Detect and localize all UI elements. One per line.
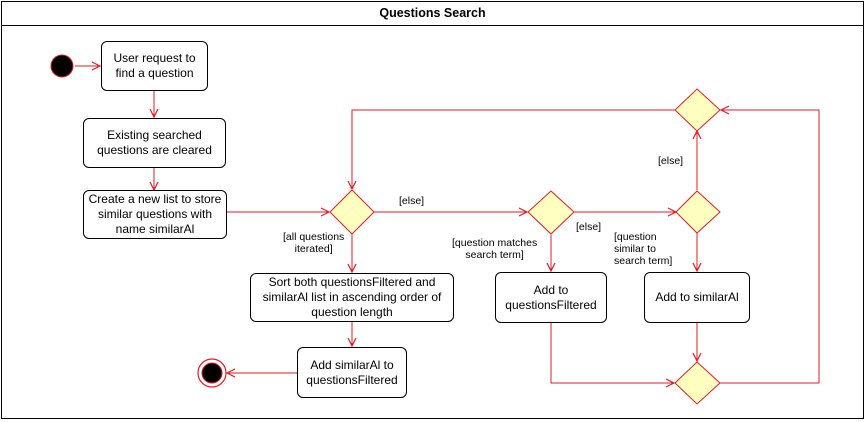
- diagram-title: Questions Search: [1, 1, 864, 26]
- edge-merge-decision4: [720, 110, 820, 384]
- node-add-to-similarAl: Add to similarAl: [644, 272, 750, 323]
- guard-question-matches: [question matches search term]: [452, 237, 538, 261]
- node-add-questionsFiltered: Add to questionsFiltered: [495, 272, 607, 323]
- node-user-request: User request to find a question: [101, 41, 208, 91]
- node-sort-lists: Sort both questionsFiltered and similarA…: [250, 273, 454, 322]
- guard-else-1: [else]: [399, 195, 425, 207]
- decision-similar: [675, 190, 721, 234]
- start-node: [50, 54, 74, 78]
- guard-else-3: [else]: [658, 155, 684, 167]
- guard-all-iterated: [all questions iterated]: [283, 231, 345, 255]
- guard-question-similar: [question similar to search term]: [614, 231, 673, 267]
- node-questions-cleared: Existing searched questions are cleared: [83, 118, 226, 168]
- end-node-inner: [201, 362, 223, 384]
- decision-matches: [527, 190, 575, 235]
- node-add-similarAl: Add similarAl to questionsFiltered: [297, 347, 407, 398]
- guard-else-2: [else]: [576, 221, 602, 233]
- decision-loop: [674, 88, 721, 132]
- edge-addQF-merge: [550, 323, 674, 383]
- edge-decision4-decision1: [352, 109, 675, 189]
- node-create-list: Create a new list to store similar quest…: [83, 190, 227, 239]
- merge-node: [674, 361, 721, 405]
- decision-all-iterated: [329, 189, 375, 235]
